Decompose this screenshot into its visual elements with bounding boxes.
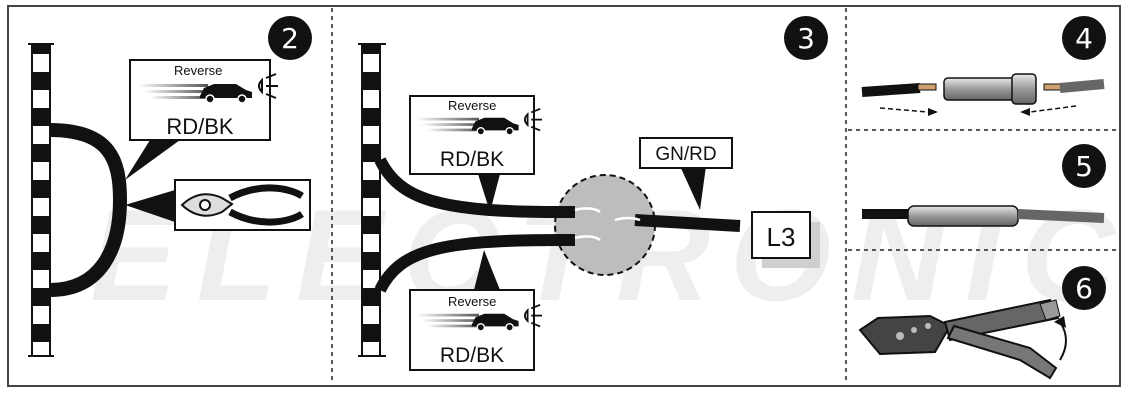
cable-ladder-icon xyxy=(31,43,51,357)
cutter-box xyxy=(125,179,311,231)
step-number: 4 xyxy=(1075,22,1093,55)
step-badge xyxy=(1062,16,1106,60)
wire-upper xyxy=(374,157,561,218)
step-6-panel: 6 xyxy=(858,266,1106,380)
wire-color-label: RD/BK xyxy=(440,148,504,171)
outer-frame xyxy=(7,5,1121,387)
terminal-label: L3 xyxy=(767,222,796,252)
step-4-panel: 4 xyxy=(861,16,1106,116)
butt-connector-icon xyxy=(861,73,1105,116)
wire-color-label: RD/BK xyxy=(166,114,234,139)
reverse-caption: Reverse xyxy=(448,98,496,113)
heat-shrink-icon xyxy=(862,205,1105,227)
step-2-panel: Reverse RD/BK 2 xyxy=(28,16,312,357)
reverse-label-box-bottom: Reverse RD/BK xyxy=(409,250,543,371)
step-3-panel: Reverse RD/BK Reverse RD/BK GN/RD L3 3 xyxy=(358,16,828,371)
wire-lower xyxy=(374,234,561,293)
crimping-tool-icon xyxy=(858,298,1067,380)
step-number: 3 xyxy=(797,22,815,55)
step-badge xyxy=(1062,266,1106,310)
wire-color-label: GN/RD xyxy=(655,144,716,165)
reverse-caption: Reverse xyxy=(448,294,496,309)
step-number: 6 xyxy=(1075,272,1093,305)
terminal-l3: L3 xyxy=(751,211,820,268)
step-badge xyxy=(784,16,828,60)
step-badge xyxy=(268,16,312,60)
reverse-label-box-top: Reverse RD/BK xyxy=(409,95,543,212)
step-5-panel: 5 xyxy=(862,144,1106,227)
wire-color-label: RD/BK xyxy=(440,344,504,367)
reverse-caption: Reverse xyxy=(174,63,222,78)
step-number: 2 xyxy=(281,22,299,55)
wire-output xyxy=(634,214,741,232)
step-number: 5 xyxy=(1075,150,1093,183)
step-badge xyxy=(1062,144,1106,188)
gnrd-label-box: GN/RD xyxy=(639,137,733,210)
wire-loop xyxy=(49,123,128,297)
reverse-label-box: Reverse RD/BK xyxy=(125,59,279,180)
wire-cutter-icon xyxy=(180,184,304,226)
cable-ladder-icon xyxy=(361,43,381,357)
